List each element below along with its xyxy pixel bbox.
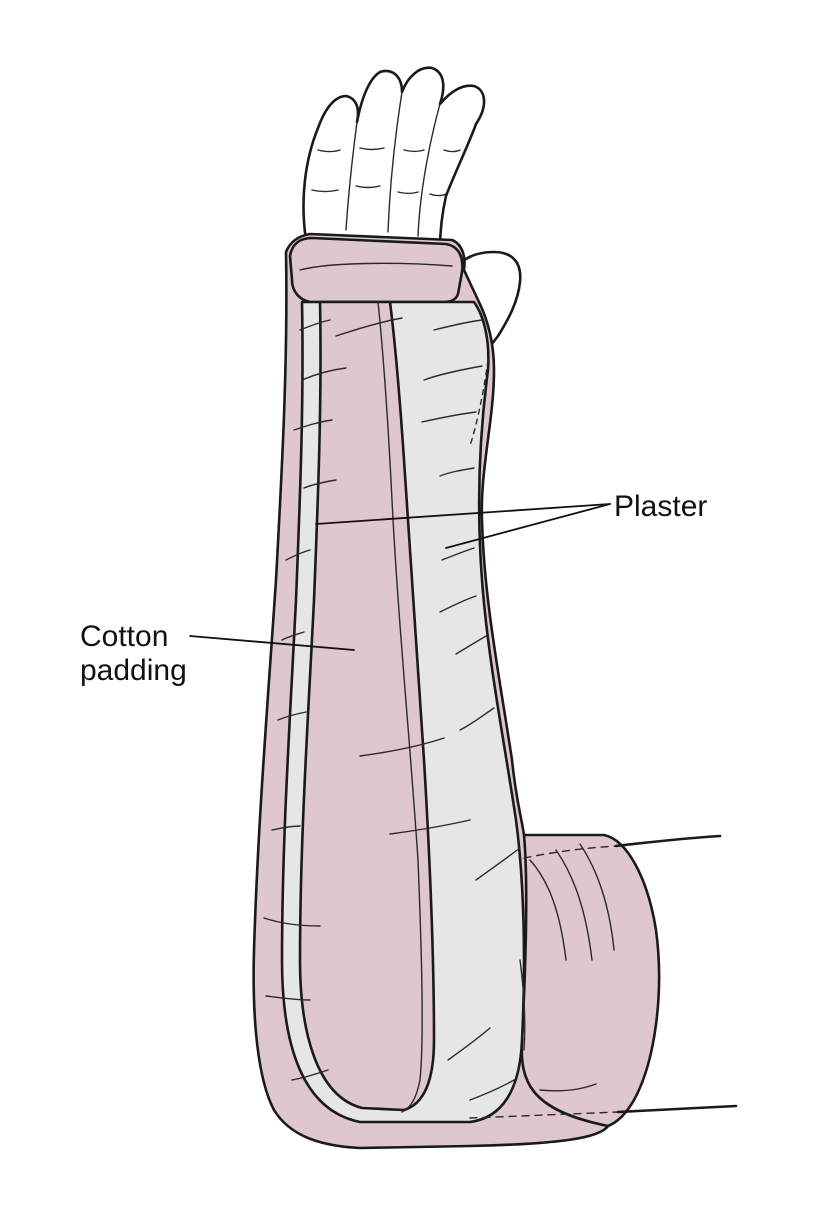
finger-creases [311, 91, 461, 237]
cotton-padding-leader [189, 635, 355, 651]
top-cuff-inner [299, 262, 453, 271]
leader-lines [189, 503, 611, 651]
hand [302, 66, 522, 356]
fabric-texture [263, 317, 615, 1101]
plaster-leader-inner [315, 503, 611, 525]
plaster-label: Plaster [614, 490, 707, 523]
plaster-leader-outer [445, 503, 611, 549]
plaster-inner-edge [377, 301, 423, 1113]
top-cuff [288, 236, 464, 304]
upper-arm-lines [614, 834, 738, 1114]
inner-padding [298, 300, 436, 1112]
hidden-edges [469, 359, 619, 1119]
plaster-slab [280, 300, 526, 1124]
cotton-padding-label-line2: padding [80, 654, 187, 687]
cotton-padding-label-line1: Cotton [80, 620, 168, 653]
thumb [460, 250, 522, 356]
